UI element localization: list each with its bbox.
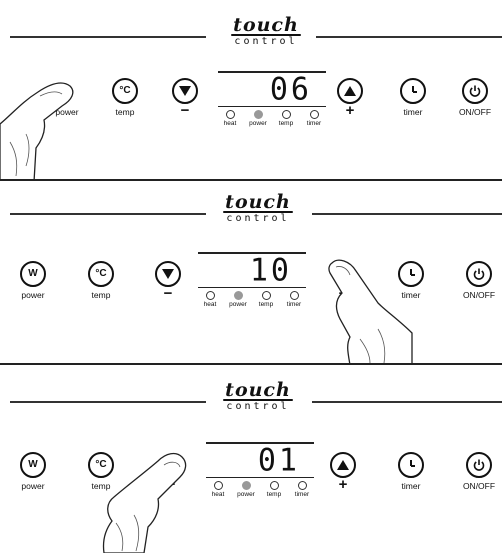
power-indicator-light [254,110,263,119]
decrease-button[interactable]: − [140,261,196,300]
onoff-label: ON/OFF [451,481,502,491]
indicator-label: temp [255,301,277,309]
panel-3: touch control W power °C temp − 01 heat … [0,365,502,553]
indicator-row: heat power temp timer [206,481,314,499]
clock-icon[interactable] [398,452,424,478]
triangle-up-icon[interactable] [330,452,356,478]
power-icon[interactable] [466,452,492,478]
indicator-label: temp [263,491,285,499]
plus-label: + [315,479,371,491]
triangle-up-icon[interactable] [337,78,363,104]
divider-line [312,401,502,403]
logo-script: touch [198,193,318,211]
divider-line [316,36,502,38]
pointing-finger-icon [92,447,188,553]
timer-indicator-light [290,291,299,300]
minus-label: − [157,105,213,117]
onoff-label: ON/OFF [451,290,502,300]
timer-label: timer [385,107,441,117]
power-icon[interactable] [462,78,488,104]
heat-indicator-light [226,110,235,119]
onoff-button[interactable]: ON/OFF [451,452,502,491]
digital-display: 01 heat power temp timer [206,442,314,499]
power-button[interactable]: W power [5,452,61,491]
timer-indicator-light [310,110,319,119]
pointing-finger-icon [0,72,80,181]
touch-control-logo: touch control [198,381,318,413]
panel-1: touch control W power °C temp − 06 heat … [0,0,502,181]
digital-display: 06 heat power temp timer [218,71,326,128]
indicator-label: temp [275,120,297,128]
triangle-down-icon[interactable] [172,78,198,104]
decrease-button[interactable]: − [157,78,213,117]
touch-control-logo: touch control [206,16,326,48]
power-button[interactable]: W power [5,261,61,300]
timer-indicator-light [298,481,307,490]
pointing-finger-icon [326,259,416,365]
indicator-label: heat [219,120,241,128]
indicator-label: heat [207,491,229,499]
minus-label: − [140,288,196,300]
indicator-label: timer [303,120,325,128]
divider-line [312,213,502,215]
logo-subtitle: control [198,213,318,225]
temp-button[interactable]: °C temp [97,78,153,117]
indicator-label: heat [199,301,221,309]
heat-indicator-light [214,481,223,490]
indicator-label: power [227,301,249,309]
logo-subtitle: control [206,36,326,48]
logo-subtitle: control [198,401,318,413]
indicator-label: timer [291,491,313,499]
display-value: 01 [206,443,314,478]
touch-control-logo: touch control [198,193,318,225]
heat-indicator-light [206,291,215,300]
temp-indicator-light [282,110,291,119]
thermometer-icon[interactable]: °C [112,78,138,104]
indicator-row: heat power temp timer [218,110,326,128]
power-label: power [5,481,61,491]
temp-label: temp [73,290,129,300]
power-indicator-light [234,291,243,300]
temp-indicator-light [262,291,271,300]
timer-label: timer [383,481,439,491]
clock-icon[interactable] [400,78,426,104]
logo-script: touch [206,16,326,34]
timer-button[interactable]: timer [383,452,439,491]
divider-line [10,36,206,38]
display-value: 10 [198,253,306,288]
divider-line [10,213,206,215]
power-label: power [5,290,61,300]
temp-indicator-light [270,481,279,490]
indicator-row: heat power temp timer [198,291,306,309]
indicator-label: timer [283,301,305,309]
plus-label: + [322,105,378,117]
temp-label: temp [97,107,153,117]
timer-button[interactable]: timer [385,78,441,117]
panel-2: touch control W power °C temp − 10 heat … [0,181,502,365]
power-w-icon[interactable]: W [20,261,46,287]
power-w-icon[interactable]: W [20,452,46,478]
power-icon[interactable] [466,261,492,287]
temp-button[interactable]: °C temp [73,261,129,300]
onoff-label: ON/OFF [447,107,502,117]
indicator-label: power [247,120,269,128]
thermometer-icon[interactable]: °C [88,261,114,287]
increase-button[interactable]: + [322,78,378,117]
increase-button[interactable]: + [315,452,371,491]
onoff-button[interactable]: ON/OFF [451,261,502,300]
logo-script: touch [198,381,318,399]
onoff-button[interactable]: ON/OFF [447,78,502,117]
indicator-label: power [235,491,257,499]
triangle-down-icon[interactable] [155,261,181,287]
divider-line [10,401,206,403]
digital-display: 10 heat power temp timer [198,252,306,309]
display-value: 06 [218,72,326,107]
power-indicator-light [242,481,251,490]
